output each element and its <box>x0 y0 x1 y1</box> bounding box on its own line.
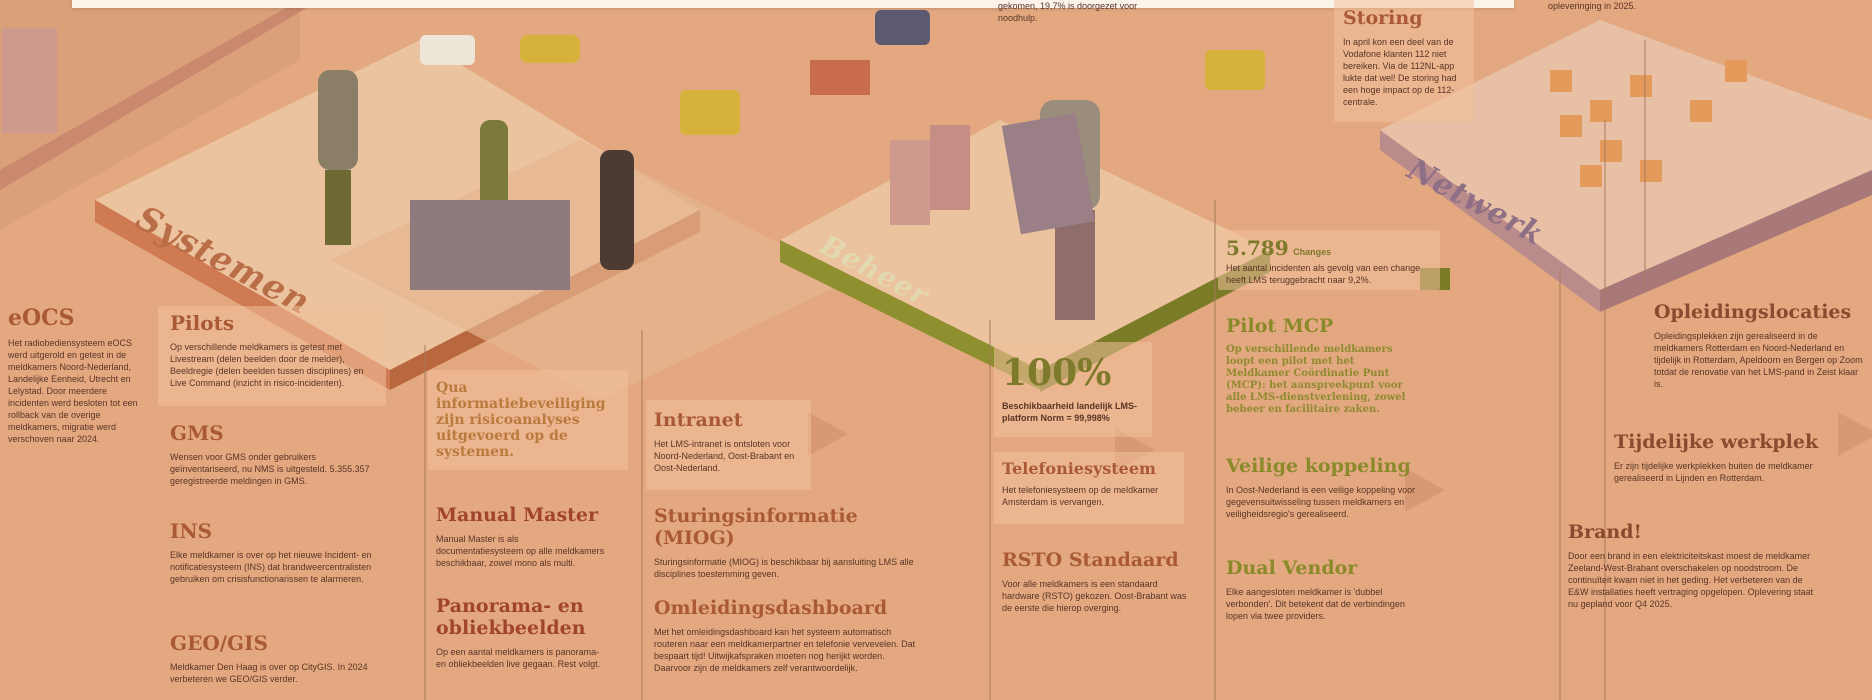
brand-block: Brand! Door een brand in een elektricite… <box>1568 521 1818 610</box>
arrow-shape <box>808 412 848 456</box>
noodhulp-snippet: gekomen, 19,7% is doorgezet voor noodhul… <box>998 1 1138 23</box>
omleiding-text: Met het omleidingsdashboard kan het syst… <box>654 626 916 673</box>
changes-value: 5.789 <box>1226 236 1289 260</box>
security-text: Qua informatiebeveiliging zijn risicoana… <box>436 380 606 460</box>
security-box <box>428 370 628 470</box>
pilot-mcp-text: Op verschillende meldkamers loopt een pi… <box>1226 343 1406 415</box>
gms-title: GMS <box>170 421 224 445</box>
dual-text: Elke aangesloten meldkamer is 'dubbel ve… <box>1226 586 1405 621</box>
ins-title: INS <box>170 519 213 543</box>
arrow-shape <box>1405 468 1445 512</box>
top-bar <box>72 0 1514 8</box>
ins-text: Elke meldkamer is over op het nieuwe Inc… <box>170 550 372 584</box>
gms-block: GMS Wensen voor GMS onder gebruikers geï… <box>170 422 380 487</box>
eocs-block: eOCS Het radiobediensysteem eOCS werd ui… <box>8 305 138 445</box>
availability-value: 100% <box>1002 352 1112 394</box>
storing-text: In april kon een deel van de Vodafone kl… <box>1343 36 1457 107</box>
intranet-box <box>646 400 811 490</box>
telefonie-box <box>994 452 1184 524</box>
geogis-text: Meldkamer Den Haag is over op CityGIS. I… <box>170 662 368 684</box>
miog-text: Sturingsinformatie (MIOG) is beschikbaar… <box>654 556 914 579</box>
changes-box <box>1218 230 1440 290</box>
storing-block: Storing In april kon een deel van de Vod… <box>1343 7 1473 108</box>
availability-text: Beschikbaarheid landelijk LMS-platform N… <box>1002 401 1138 423</box>
changes-block: 5.789 Changes Het aantal incidenten als … <box>1226 236 1436 286</box>
nl-top-snippet: opleveringing in 2025. <box>1548 1 1637 11</box>
storing-title: Storing <box>1343 7 1423 29</box>
opleiding-text: Opleidingsplekken zijn gerealiseerd in d… <box>1654 330 1863 389</box>
changes-text: Het aantal incidenten als gevolg van een… <box>1226 263 1421 285</box>
ins-block: INS Elke meldkamer is over op het nieuwe… <box>170 520 380 585</box>
eocs-title: eOCS <box>8 305 75 331</box>
veilige-block: Veilige koppeling In Oost-Nederland is e… <box>1226 455 1426 520</box>
veilige-text: In Oost-Nederland is een veilige koppeli… <box>1226 484 1416 519</box>
panorama-title: Panorama- en obliekbeelden <box>436 595 586 639</box>
pilots-title: Pilots <box>170 311 235 335</box>
intranet-title: Intranet <box>654 409 743 431</box>
brand-text: Door een brand in een elektriciteitskast… <box>1568 550 1814 609</box>
pilot-mcp-title: Pilot MCP <box>1226 315 1334 337</box>
dual-block: Dual Vendor Elke aangesloten meldkamer i… <box>1226 557 1426 622</box>
manual-master-title: Manual Master <box>436 504 599 526</box>
telefonie-text: Het telefoniesysteem op de meldkamer Ams… <box>1002 485 1159 508</box>
storing-box <box>1334 0 1474 122</box>
geogis-block: GEO/GIS Meldkamer Den Haag is over op Ci… <box>170 632 380 685</box>
panorama-block: Panorama- en obliekbeelden Op een aantal… <box>436 595 606 670</box>
pilot-mcp-block: Pilot MCP Op verschillende meldkamers lo… <box>1226 315 1411 416</box>
omleiding-block: Omleidingsdashboard Met het omleidingsda… <box>654 597 924 674</box>
intranet-block: Intranet Het LMS-intranet is ontsloten v… <box>654 409 814 474</box>
availability-block: 100% Beschikbaarheid landelijk LMS-platf… <box>1002 352 1150 424</box>
telefonie-block: Telefoniesysteem Het telefoniesysteem op… <box>1002 459 1182 508</box>
werkplek-title: Tijdelijke werkplek <box>1614 431 1819 453</box>
opleiding-title: Opleidingslocaties <box>1654 301 1852 323</box>
manual-master-text: Manual Master is als documentatiesysteem… <box>436 533 605 568</box>
rsto-title: RSTO Standaard <box>1002 549 1179 571</box>
veilige-title: Veilige koppeling <box>1226 455 1411 477</box>
rsto-text: Voor alle meldkamers is een standaard ha… <box>1002 578 1187 613</box>
werkplek-text: Er zijn tijdelijke werkplekken buiten de… <box>1614 460 1813 483</box>
availability-box <box>994 342 1152 437</box>
manual-master-block: Manual Master Manual Master is als docum… <box>436 504 606 569</box>
panorama-text: Op een aantal meldkamers is panorama- en… <box>436 646 601 669</box>
arrow-shape <box>1838 412 1872 456</box>
changes-label: Changes <box>1293 247 1332 257</box>
brand-title: Brand! <box>1568 521 1642 543</box>
pilots-box <box>158 306 386 406</box>
geogis-title: GEO/GIS <box>170 631 268 655</box>
intranet-text: Het LMS-intranet is ontsloten voor Noord… <box>654 438 795 473</box>
gms-text: Wensen voor GMS onder gebruikers geïnven… <box>170 452 370 486</box>
opleiding-block: Opleidingslocaties Opleidingsplekken zij… <box>1654 301 1864 390</box>
pilots-text: Op verschillende meldkamers is getest me… <box>170 342 364 388</box>
miog-block: Sturingsinformatie (MIOG) Sturingsinform… <box>654 505 944 580</box>
security-block: Qua informatiebeveiliging zijn risicoana… <box>436 380 624 460</box>
omleiding-title: Omleidingsdashboard <box>654 597 888 619</box>
miog-title: Sturingsinformatie (MIOG) <box>654 505 858 549</box>
eocs-text: Het radiobediensysteem eOCS werd uitgero… <box>8 338 138 445</box>
telefonie-title: Telefoniesysteem <box>1002 459 1156 478</box>
dual-title: Dual Vendor <box>1226 557 1358 579</box>
rsto-block: RSTO Standaard Voor alle meldkamers is e… <box>1002 549 1187 614</box>
werkplek-block: Tijdelijke werkplek Er zijn tijdelijke w… <box>1614 431 1859 484</box>
pilots-block: Pilots Op verschillende meldkamers is ge… <box>170 312 380 389</box>
